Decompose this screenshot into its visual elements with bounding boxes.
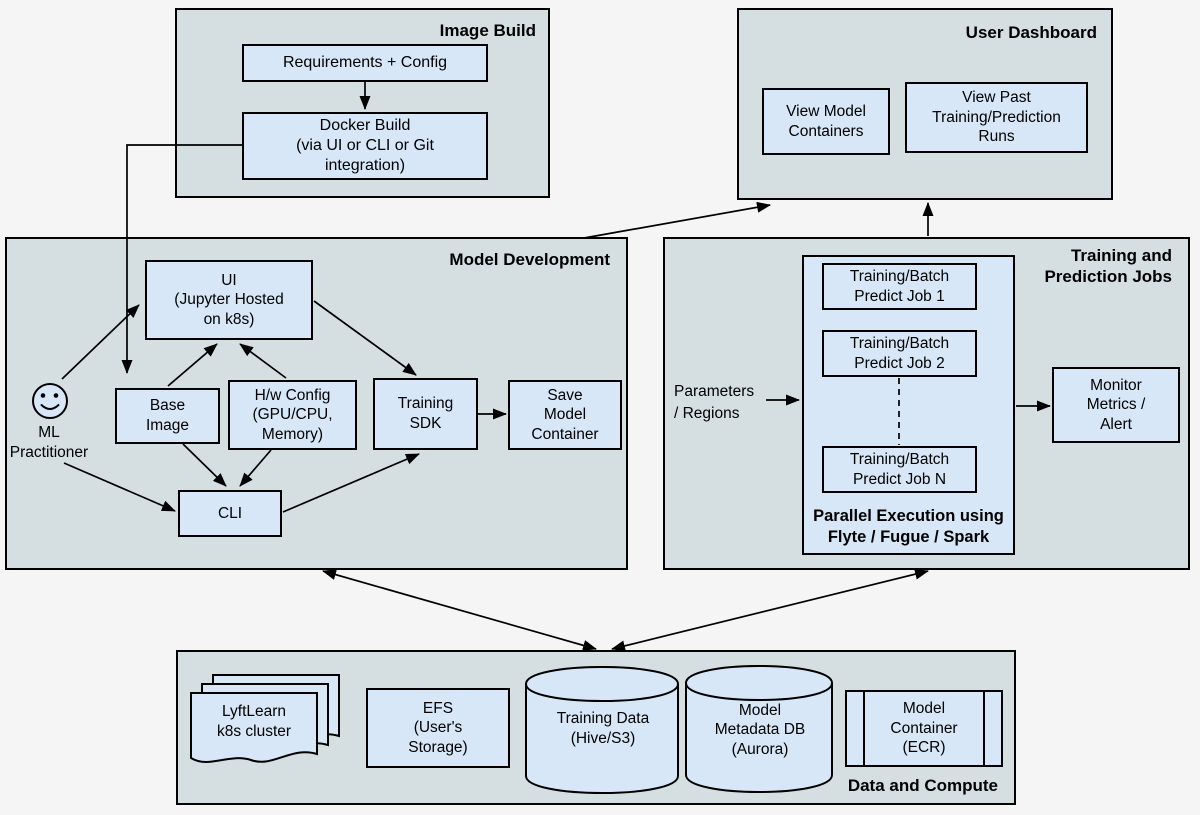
lyftlearn-cluster-label: LyftLearn k8s cluster <box>216 703 292 740</box>
training-batch-job-1-node: Training/Batch Predict Job 1 <box>822 263 977 310</box>
efs-node: EFS (User's Storage) <box>366 688 510 768</box>
ecr-right-bar <box>983 692 985 765</box>
user-dashboard-title: User Dashboard <box>965 23 1097 42</box>
lyftlearn-cluster-documents-icon <box>190 674 340 763</box>
data-and-compute-title: Data and Compute <box>847 775 998 795</box>
training-data-label: Training Data (Hive/S3) <box>556 710 650 747</box>
training-prediction-jobs-title: Training and Prediction Jobs <box>1044 246 1172 287</box>
arrow-modeldev-data-compute <box>322 569 597 651</box>
model-metadata-label: Model Metadata DB (Aurora) <box>714 701 806 758</box>
image-build-title: Image Build <box>439 21 536 40</box>
save-model-container-node: Save Model Container <box>508 380 622 450</box>
model-container-ecr-label: Model Container (ECR) <box>890 700 958 757</box>
hw-config-node: H/w Config (GPU/CPU, Memory) <box>228 380 357 450</box>
model-development-title: Model Development <box>449 250 610 269</box>
parameters-regions-label: Parameters / Regions <box>674 383 755 422</box>
parallel-execution-label: Parallel Execution using Flyte / Fugue /… <box>813 507 1004 546</box>
training-data-cylinder <box>525 666 679 794</box>
model-metadata-cylinder <box>685 665 833 794</box>
view-model-containers-node: View Model Containers <box>762 88 890 155</box>
cli-node: CLI <box>178 490 282 537</box>
monitor-metrics-node: Monitor Metrics / Alert <box>1052 367 1180 443</box>
ecr-left-bar <box>863 692 865 765</box>
training-batch-job-n-node: Training/Batch Predict Job N <box>822 446 977 493</box>
ml-practitioner-label: ML Practitioner <box>9 424 89 462</box>
training-batch-job-2-node: Training/Batch Predict Job 2 <box>822 330 977 377</box>
docker-build-node: Docker Build (via UI or CLI or Git integ… <box>242 112 488 180</box>
arrow-jobs-data-compute <box>611 568 929 652</box>
model-container-ecr-node: Model Container (ECR) <box>845 690 1003 767</box>
arrow-modeldev-to-dashboard <box>583 201 771 239</box>
ml-practitioner-icon <box>32 383 68 419</box>
ui-jupyter-node: UI (Jupyter Hosted on k8s) <box>145 260 313 340</box>
view-past-runs-node: View Past Training/Prediction Runs <box>905 82 1088 153</box>
base-image-node: Base Image <box>115 388 220 444</box>
training-sdk-node: Training SDK <box>373 378 478 450</box>
requirements-config-node: Requirements + Config <box>242 44 488 82</box>
